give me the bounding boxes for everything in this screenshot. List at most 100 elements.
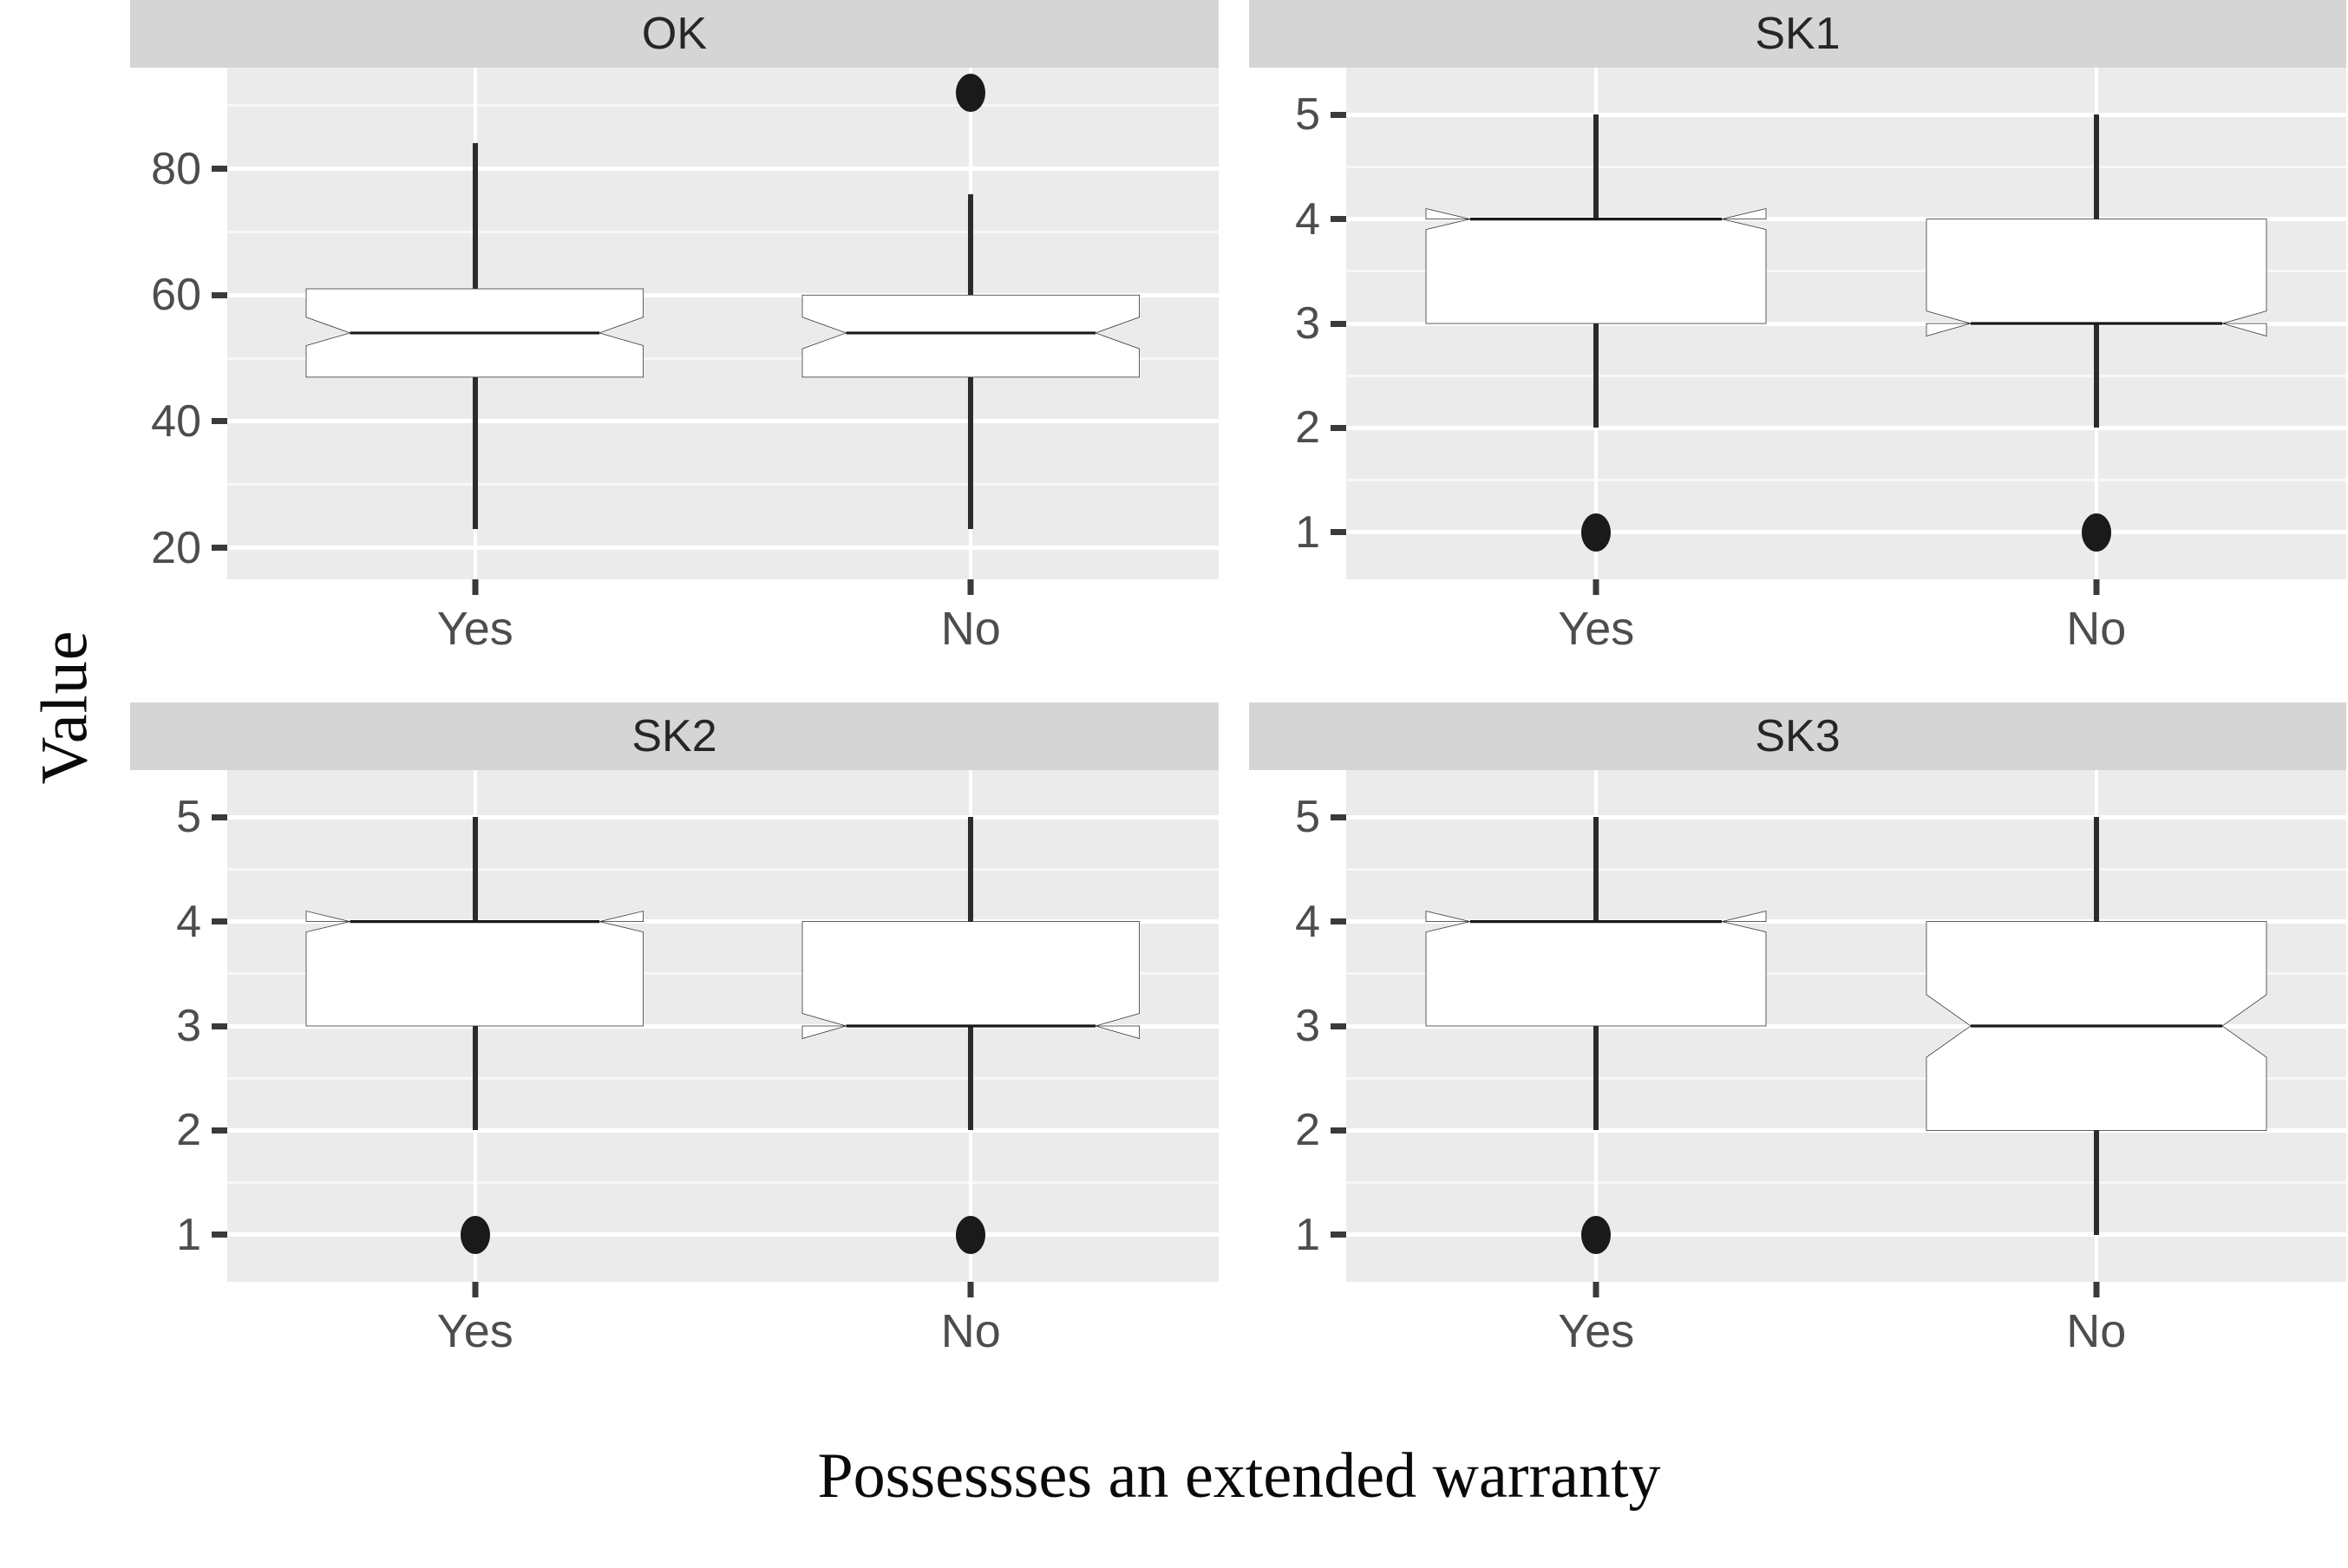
y-tick-mark: [212, 166, 227, 173]
boxplot-ok-no: [802, 68, 1140, 579]
y-tick-label: 3: [1295, 298, 1320, 349]
box-outline: [802, 295, 1140, 377]
gridline-major: [1346, 814, 2346, 820]
facet-strip-label: SK1: [1755, 9, 1841, 59]
box-outline: [1426, 911, 1766, 1026]
gridline-major: [1346, 112, 2346, 117]
box-outline: [1426, 209, 1766, 323]
y-tick-label: 2: [1295, 1105, 1320, 1156]
gridline-minor: [227, 483, 1219, 487]
y-tick: 40: [151, 399, 227, 444]
y-tick-mark: [1331, 1127, 1346, 1134]
gridline-minor: [227, 1181, 1219, 1185]
x-tick-label: No: [2066, 603, 2127, 655]
y-tick-label: 60: [151, 270, 201, 321]
gridline-major: [227, 1232, 1219, 1238]
facet-strip-label: SK2: [631, 711, 717, 761]
gridline-major: [227, 167, 1219, 172]
gridline-minor: [227, 356, 1219, 360]
whisker-lower: [1593, 1026, 1599, 1131]
box-shape: [306, 68, 644, 579]
outlier-point: [460, 1215, 490, 1254]
y-tick-mark: [1331, 320, 1346, 327]
outlier-point: [1581, 1215, 1612, 1254]
box-outline: [306, 911, 644, 1026]
y-axis-ok: 80 60 40 20: [130, 68, 227, 579]
y-tick-label: 3: [176, 1001, 201, 1051]
boxplot-sk3-yes: [1426, 770, 1766, 1282]
box-shape: [802, 770, 1140, 1282]
gridline-major: [1346, 530, 2346, 535]
box-shape: [802, 68, 1140, 579]
y-tick-mark: [212, 813, 227, 820]
gridline-major: [1346, 425, 2346, 430]
facet-strip-sk3: SK3: [1249, 702, 2346, 770]
y-tick: 5: [1295, 794, 1346, 840]
y-tick-mark: [1331, 216, 1346, 223]
y-tick-label: 5: [1295, 792, 1320, 843]
y-tick: 5: [176, 794, 227, 840]
y-tick-label: 3: [1295, 1001, 1320, 1051]
whisker-upper: [2093, 817, 2099, 922]
y-tick: 1: [176, 1212, 227, 1258]
gridline-minor: [227, 867, 1219, 871]
y-tick: 3: [176, 1003, 227, 1049]
y-tick: 5: [1295, 92, 1346, 137]
gridline-major: [227, 1127, 1219, 1133]
y-tick-mark: [1331, 813, 1346, 820]
facet-strip-label: SK3: [1755, 711, 1841, 761]
y-tick-label: 5: [1295, 89, 1320, 140]
y-tick-label: 2: [176, 1105, 201, 1156]
box-outline: [802, 922, 1140, 1039]
x-tick-label: Yes: [436, 1305, 513, 1357]
gridline-minor: [1346, 867, 2346, 871]
y-tick-mark: [212, 1127, 227, 1134]
y-tick: 1: [1295, 1212, 1346, 1258]
whisker-lower: [968, 376, 974, 529]
x-tick-label: No: [940, 1305, 1001, 1357]
gridline-minor: [1346, 374, 2346, 377]
whisker-lower: [2093, 323, 2099, 428]
y-tick-mark: [1331, 111, 1346, 118]
gridline-major: [227, 1023, 1219, 1029]
x-tick-mark: [2093, 1282, 2100, 1297]
gridline-minor: [227, 230, 1219, 233]
gridline-major: [227, 419, 1219, 424]
x-tick-mark: [2093, 579, 2100, 595]
boxplot-sk3-no: [1926, 770, 2266, 1282]
whisker-upper: [472, 817, 478, 922]
gridline-minor: [1346, 972, 2346, 976]
x-axis-sk2: Yes No: [227, 1282, 1219, 1388]
y-tick-label: 4: [176, 896, 201, 947]
x-tick-label: Yes: [1558, 1305, 1635, 1357]
y-tick: 3: [1295, 301, 1346, 346]
y-axis-title: Value: [0, 0, 130, 1414]
x-tick-mark: [1593, 1282, 1599, 1297]
plot-panel-sk3: [1346, 770, 2346, 1282]
y-tick-mark: [212, 291, 227, 298]
gridline-minor: [1346, 1181, 2346, 1185]
whisker-upper: [968, 817, 974, 922]
box-shape: [1426, 770, 1766, 1282]
gridline-major: [227, 546, 1219, 551]
y-tick-label: 1: [1295, 1209, 1320, 1260]
y-tick-label: 80: [151, 143, 201, 194]
gridline-major: [1346, 321, 2346, 326]
gridline-major: [1346, 1232, 2346, 1238]
y-axis-sk2: 5 4 3 2 1: [130, 770, 227, 1282]
plot-panel-sk1: [1346, 68, 2346, 579]
whisker-lower: [1593, 323, 1599, 428]
y-tick-label: 4: [1295, 193, 1320, 245]
y-tick-label: 20: [151, 522, 201, 573]
gridline-major: [1346, 1023, 2346, 1029]
